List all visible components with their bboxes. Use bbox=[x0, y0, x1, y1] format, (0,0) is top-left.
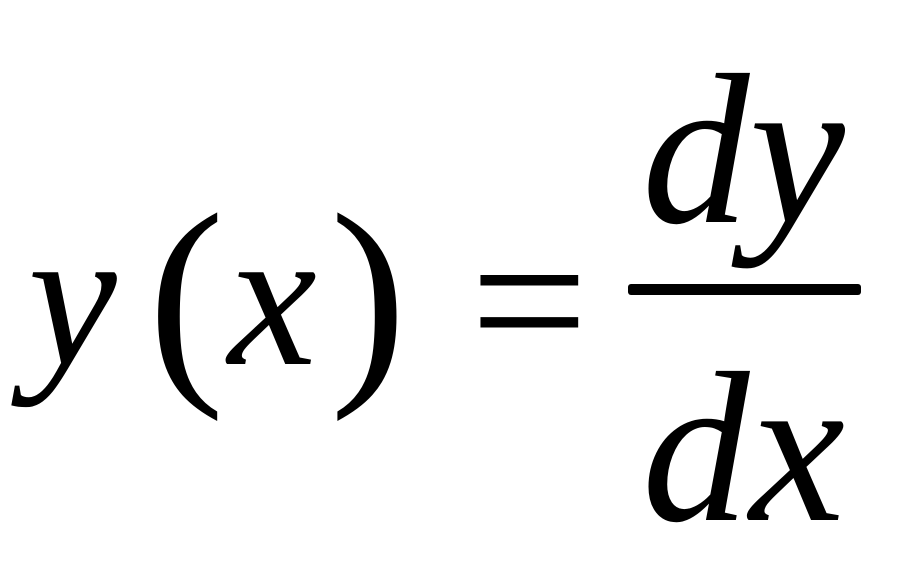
fraction-denominator: dx bbox=[642, 328, 845, 567]
fraction-numerator: dy bbox=[642, 30, 845, 269]
function-symbol-y: y bbox=[28, 187, 117, 408]
variable-x: x bbox=[228, 187, 317, 408]
equals-sign: = bbox=[470, 185, 589, 417]
fraction-bar bbox=[628, 284, 861, 295]
open-parenthesis: ( bbox=[148, 167, 225, 422]
close-parenthesis: ) bbox=[330, 167, 407, 422]
